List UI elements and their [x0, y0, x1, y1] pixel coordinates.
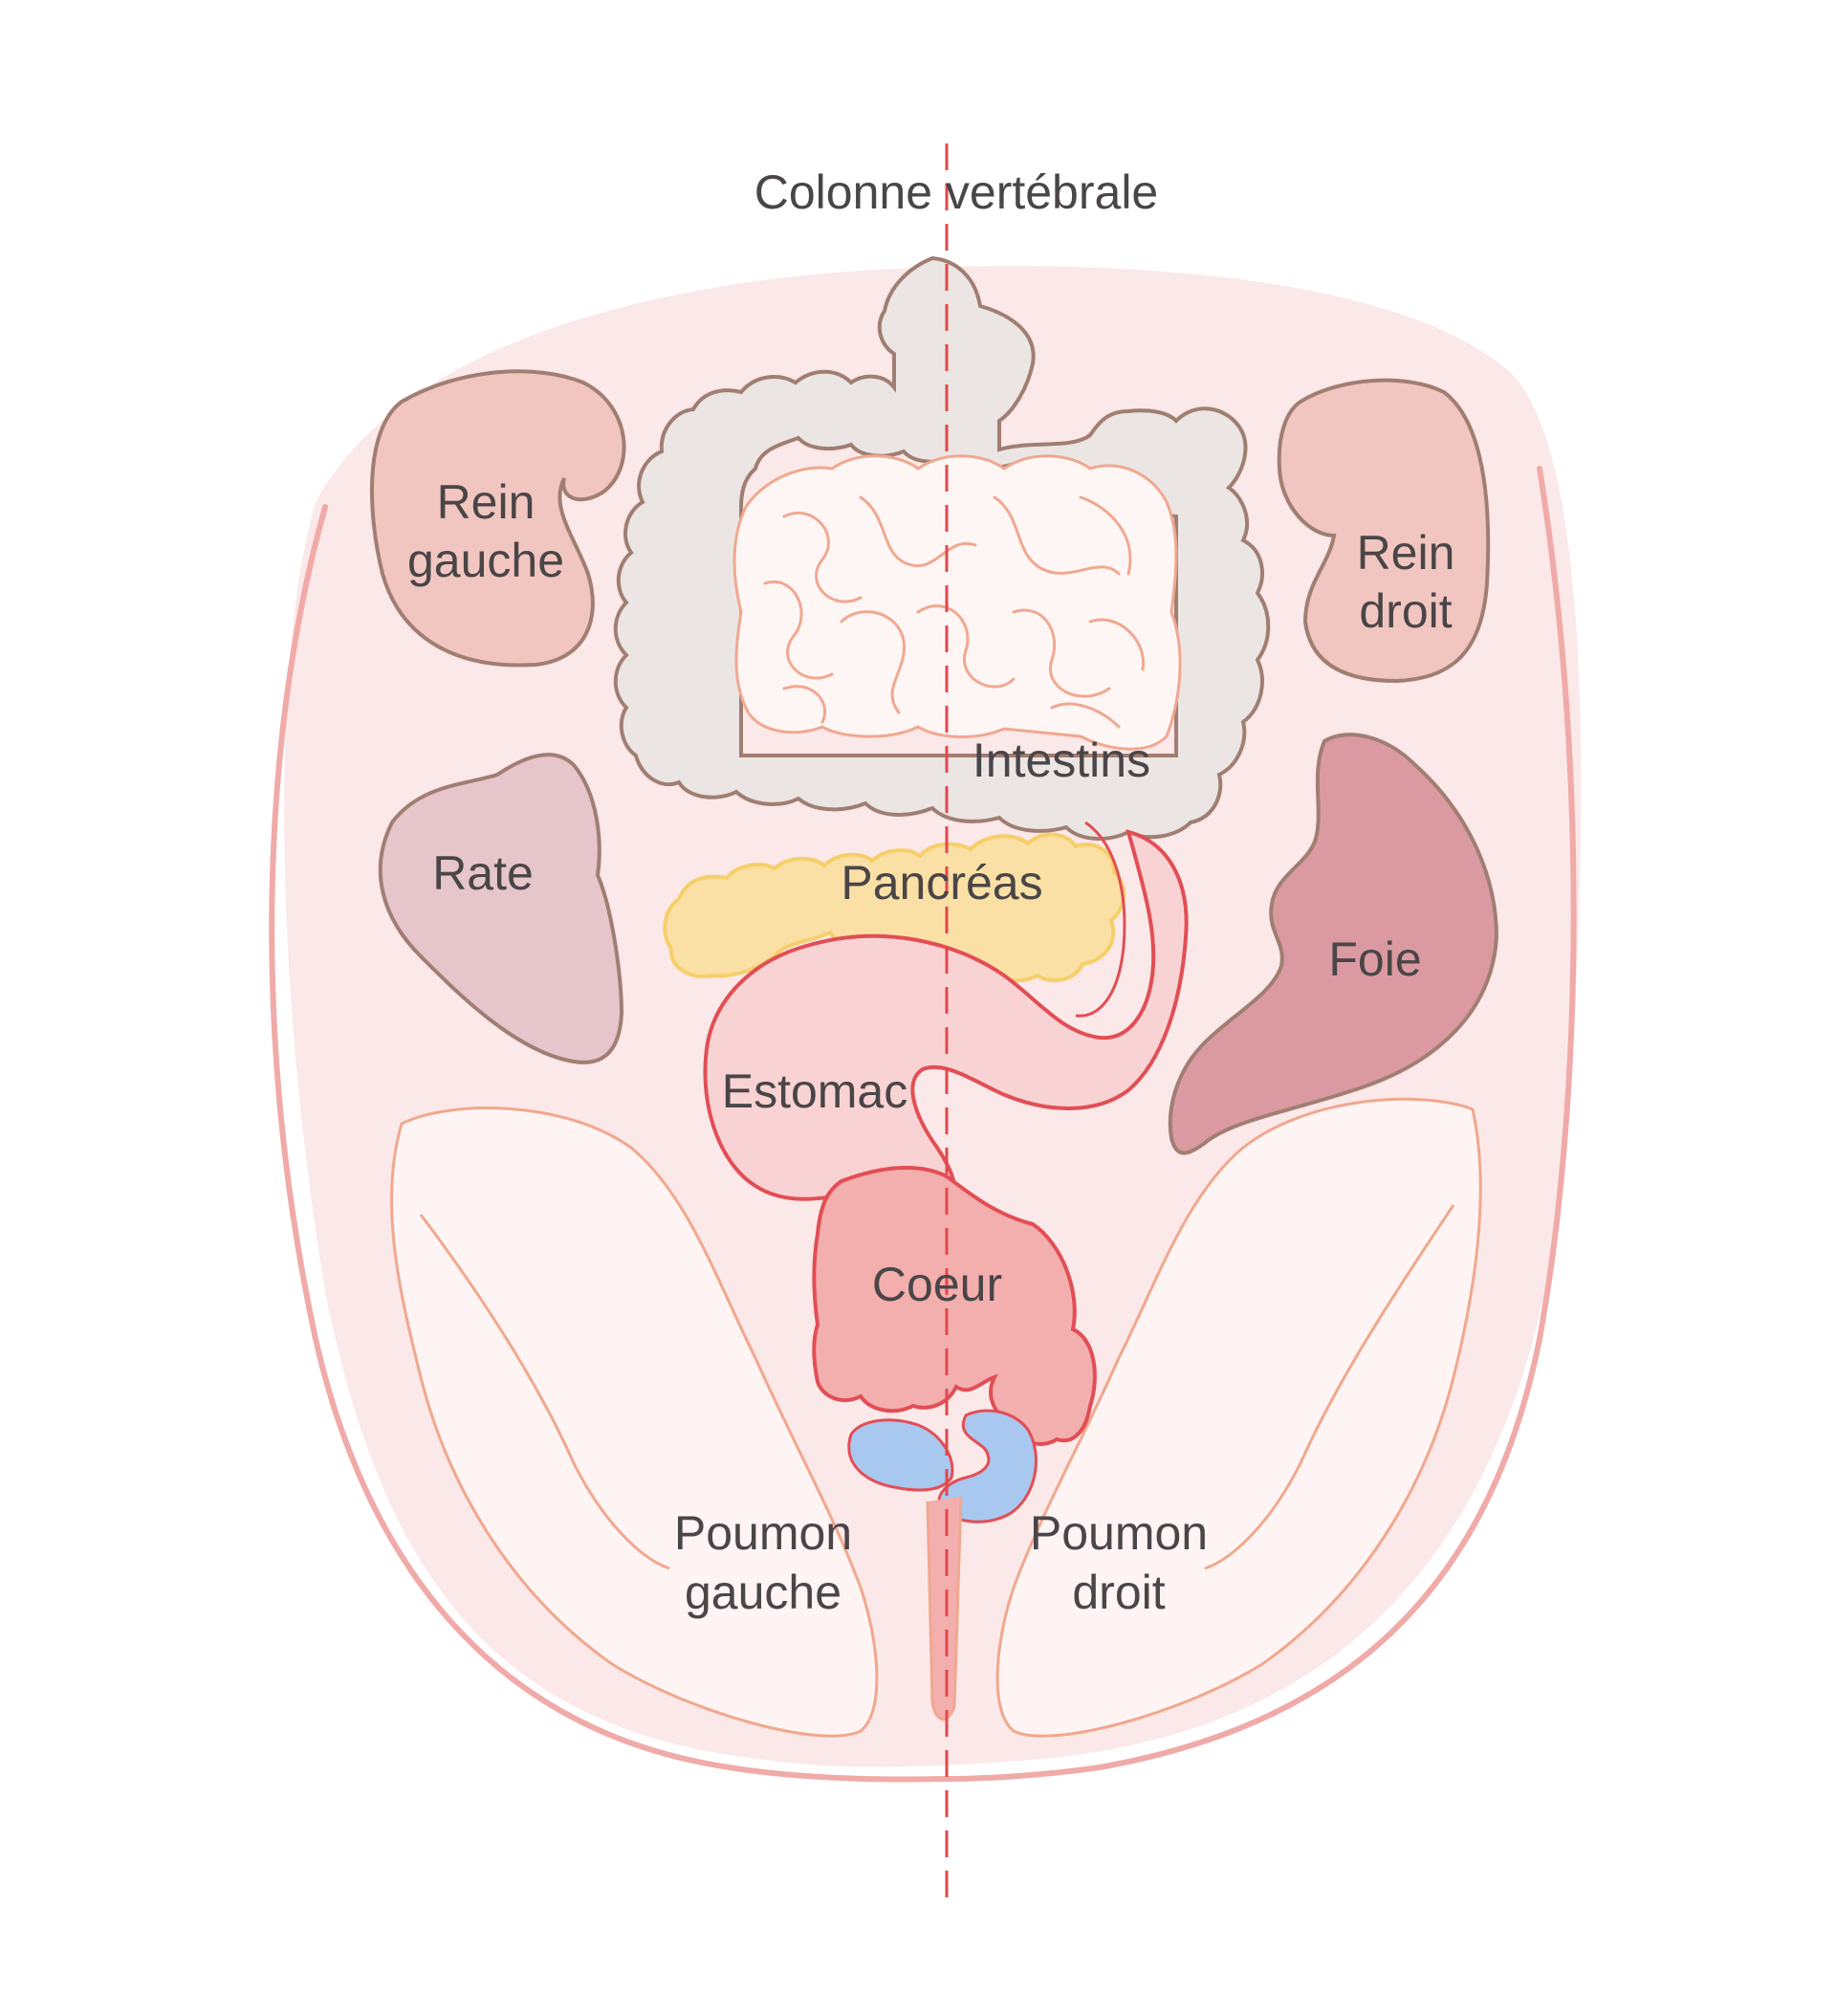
right-lung-label-2: droit [1072, 1566, 1165, 1619]
heart-label: Coeur [872, 1258, 1002, 1311]
small-intestine [732, 454, 1182, 751]
heart [812, 1166, 1097, 1446]
right-lung [995, 1097, 1482, 1738]
tongue-outline-right [944, 466, 1577, 1782]
spine-label: Colonne vertébrale [754, 165, 1159, 219]
trachea-stem [926, 1496, 963, 1720]
right-lung-lobe-line [1204, 1204, 1455, 1570]
spleen [378, 753, 624, 1064]
left-kidney-label: Rein [437, 475, 536, 529]
left-blue-vessel [847, 1418, 954, 1492]
tongue-outline-left [269, 504, 950, 1783]
right-kidney [1277, 378, 1491, 684]
liver-label: Foie [1328, 932, 1421, 986]
right-kidney-label-2: droit [1359, 584, 1452, 638]
liver [1168, 733, 1499, 1155]
left-lung-label: Poumon [674, 1506, 852, 1560]
left-kidney [370, 369, 626, 668]
right-lung-label: Poumon [1030, 1506, 1208, 1560]
small-intestine-coils [763, 495, 1146, 729]
intestines-label: Intestins [973, 734, 1150, 787]
spleen-label: Rate [432, 846, 534, 900]
left-lung-label-2: gauche [685, 1566, 842, 1619]
pancreas-label: Pancréas [841, 856, 1042, 909]
pancreas [663, 832, 1126, 983]
left-lung-lobe-line [419, 1214, 670, 1570]
left-lung [390, 1107, 879, 1738]
left-kidney-label-2: gauche [407, 534, 564, 587]
duodenum-inner-line [1075, 821, 1126, 1018]
right-kidney-label: Rein [1357, 526, 1455, 580]
stomach-label: Estomac [722, 1064, 908, 1118]
